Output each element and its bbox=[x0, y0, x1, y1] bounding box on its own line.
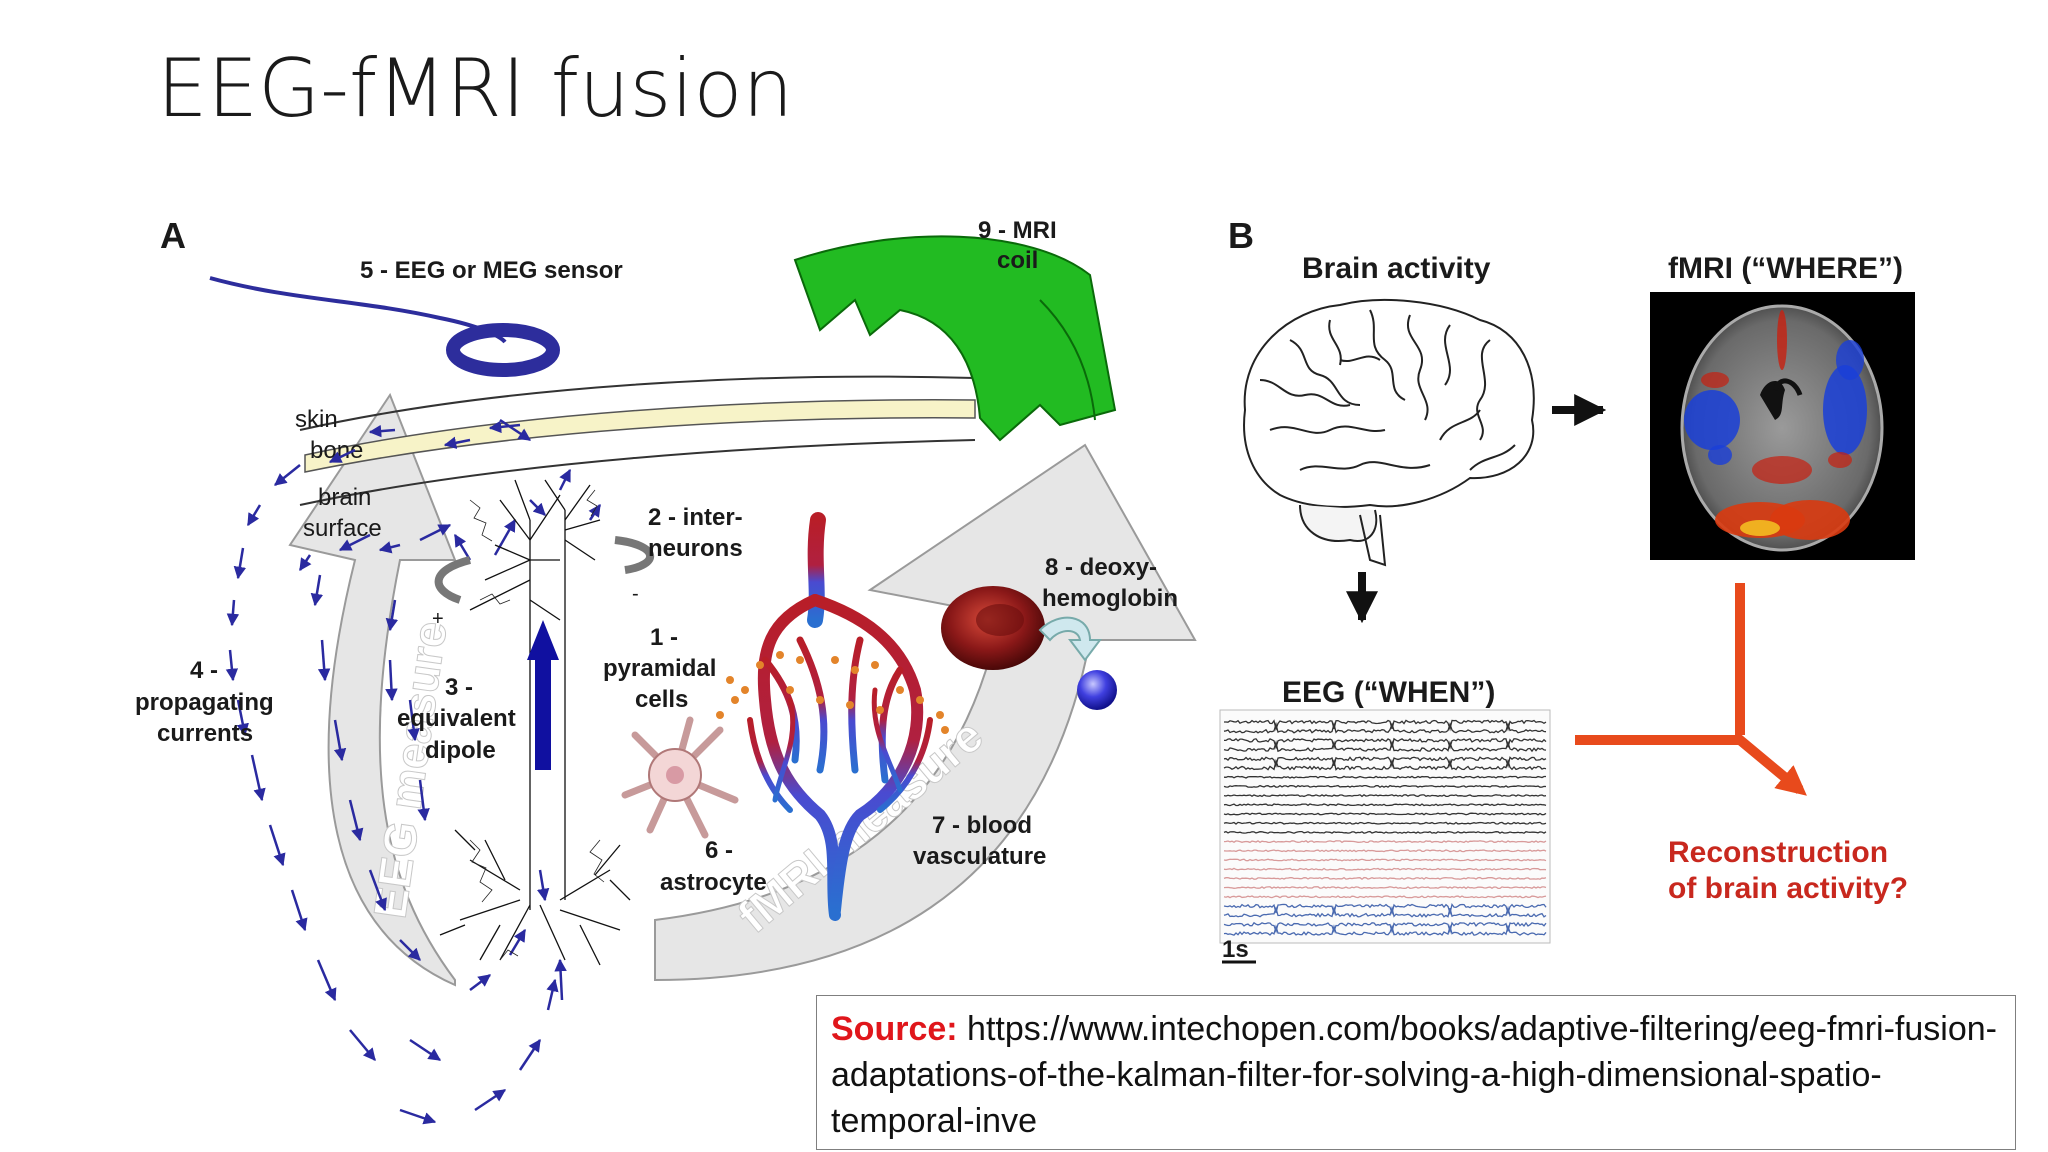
eeg-measure-arrow bbox=[288, 392, 457, 987]
slide-title: EEG-fMRI fusion bbox=[157, 42, 794, 135]
deoxy-arrow bbox=[1038, 616, 1102, 662]
eeg-trace-box bbox=[1219, 709, 1551, 944]
eeg-trace-line bbox=[1223, 903, 1547, 916]
eeg-trace-line bbox=[1223, 756, 1547, 769]
eeg-trace-line bbox=[1223, 758, 1547, 771]
eeg-trace-line bbox=[1223, 721, 1547, 734]
fmri-measure-arrow bbox=[654, 443, 1197, 982]
pyramidal-label-1: 1 - bbox=[650, 624, 678, 651]
eeg-trace-line bbox=[1223, 775, 1546, 779]
source-label: Source: bbox=[831, 1010, 958, 1048]
fmri-head bbox=[1680, 304, 1884, 552]
pyramidal-label-2: pyramidal bbox=[603, 655, 716, 682]
pyramidal-neurons bbox=[439, 479, 631, 966]
equivalent-dipole-head bbox=[527, 620, 559, 660]
source-url[interactable]: https://www.intechopen.com/books/adaptiv… bbox=[831, 1010, 1997, 1140]
brain-surface-layer bbox=[299, 439, 976, 506]
deoxyhemoglobin-ball bbox=[1077, 670, 1117, 710]
blood-vasculature bbox=[747, 512, 933, 921]
panel-a-letter: A bbox=[160, 215, 186, 256]
eeg-trace-line bbox=[1223, 803, 1547, 807]
astrocyte-label-2: astrocyte bbox=[660, 869, 767, 896]
eeg-traces bbox=[1223, 719, 1547, 936]
eeg-trace-line bbox=[1223, 895, 1547, 899]
reconstruction-label-1: Reconstruction bbox=[1668, 836, 1888, 869]
eeg-sensor-ring bbox=[446, 323, 560, 377]
bone-layer bbox=[304, 399, 976, 473]
deoxy-label-2: hemoglobin bbox=[1042, 585, 1178, 612]
pyramidal-label-3: cells bbox=[635, 686, 688, 713]
currents-label-3: currents bbox=[157, 720, 253, 747]
eeg-trace-line bbox=[1223, 921, 1547, 934]
skin-layer bbox=[299, 375, 976, 431]
fmri-activation bbox=[1684, 310, 1867, 540]
vasculature-label-1: 7 - blood bbox=[932, 812, 1032, 839]
time-scale-label: 1s bbox=[1222, 936, 1249, 963]
eeg-trace-line bbox=[1223, 793, 1547, 798]
reconstruction-arrow bbox=[1575, 583, 1800, 790]
interneurons-label-2: neurons bbox=[648, 535, 743, 562]
interneurons-label-1: 2 - inter- bbox=[648, 504, 743, 531]
astrocyte bbox=[621, 716, 739, 839]
eeg-trace-line bbox=[1223, 812, 1547, 816]
vasculature-label-2: vasculature bbox=[913, 843, 1046, 870]
brain-activity-label: Brain activity bbox=[1302, 252, 1491, 285]
eeg-trace-line bbox=[1223, 867, 1547, 871]
mri-coil-edge bbox=[1039, 299, 1096, 421]
coil-label-1: 9 - MRI bbox=[978, 217, 1057, 244]
eeg-trace-line bbox=[1224, 737, 1547, 750]
dipole-label-2: equivalent bbox=[397, 705, 516, 732]
interneuron-arrow-right bbox=[614, 536, 655, 574]
plus-sign: + bbox=[432, 608, 444, 630]
equivalent-dipole bbox=[535, 655, 551, 770]
brain-label-2: surface bbox=[303, 515, 382, 542]
mri-coil bbox=[793, 235, 1117, 442]
eeg-trace-line bbox=[1224, 719, 1547, 732]
eeg-trace-line bbox=[1223, 784, 1547, 788]
neuron-dendrite-scribbles bbox=[469, 489, 605, 961]
panel-a: A EEG measure fMRI measure 5 - EEG or ME… bbox=[135, 215, 1197, 1125]
eeg-trace-line bbox=[1223, 849, 1547, 853]
panel-b: B Brain activity fMRI (“WHERE”) bbox=[1219, 215, 1915, 964]
brain-illustration bbox=[1243, 299, 1535, 567]
minus-sign: - bbox=[632, 583, 639, 605]
eeg-trace-line bbox=[1223, 830, 1547, 834]
eeg-when-label: EEG (“WHEN”) bbox=[1282, 676, 1495, 709]
propagating-currents bbox=[225, 418, 602, 1125]
eeg-trace-line bbox=[1223, 821, 1547, 825]
panel-b-letter: B bbox=[1228, 215, 1254, 256]
reconstruction-label-2: of brain activity? bbox=[1668, 872, 1908, 905]
interneuron-arrow-left bbox=[434, 556, 472, 604]
brain-label-1: brain bbox=[318, 484, 371, 511]
dipole-label-3: dipole bbox=[425, 737, 496, 764]
fmri-where-label: fMRI (“WHERE”) bbox=[1668, 252, 1903, 285]
astrocyte-label-1: 6 - bbox=[705, 837, 733, 864]
oxygen-dots bbox=[716, 651, 949, 734]
eeg-trace-line bbox=[1223, 876, 1547, 881]
eeg-trace-line bbox=[1223, 886, 1547, 890]
coil-label-2: coil bbox=[997, 247, 1038, 274]
dipole-label-1: 3 - bbox=[445, 674, 473, 701]
skin-label: skin bbox=[295, 406, 338, 433]
eeg-trace-line bbox=[1223, 858, 1547, 862]
currents-label-2: propagating bbox=[135, 689, 274, 716]
eeg-trace-line bbox=[1223, 905, 1547, 918]
eeg-trace-line bbox=[1223, 740, 1547, 753]
eeg-trace-line bbox=[1223, 840, 1547, 844]
currents-label-1: 4 - bbox=[190, 657, 218, 684]
red-blood-cell-dimple bbox=[976, 604, 1024, 636]
sensor-label: 5 - EEG or MEG sensor bbox=[360, 257, 623, 284]
deoxy-label-1: 8 - deoxy- bbox=[1045, 554, 1157, 581]
source-box: Source: https://www.intechopen.com/books… bbox=[816, 995, 2016, 1150]
eeg-trace-line bbox=[1223, 924, 1547, 936]
